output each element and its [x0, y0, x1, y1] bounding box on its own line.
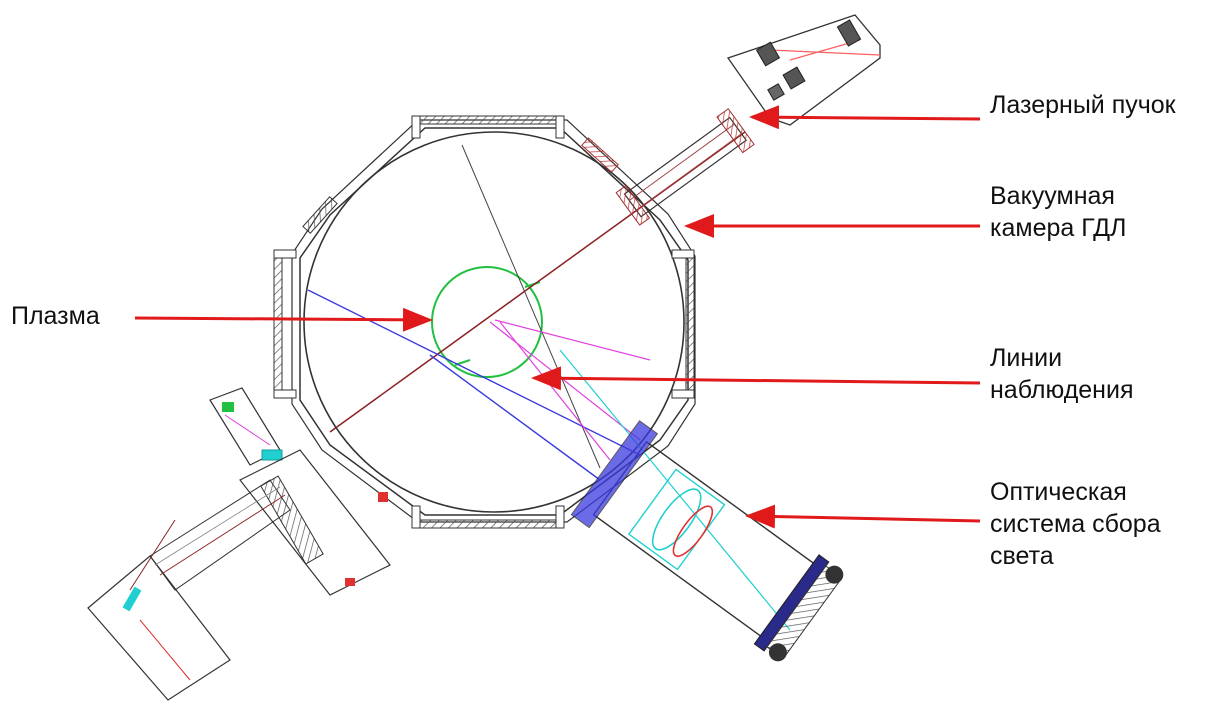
arrow-laser	[749, 105, 981, 130]
laser-source-unit	[726, 14, 881, 126]
annotation-arrows	[134, 105, 981, 529]
arrow-optics	[745, 504, 981, 529]
vacuum-chamber	[273, 115, 696, 529]
laser-input-tube	[615, 108, 755, 226]
label-observation-lines: Линии наблюдения	[990, 344, 1134, 404]
label-vacuum-chamber: Вакуумная камера ГДЛ	[990, 182, 1127, 242]
arrow-lines	[531, 366, 981, 391]
optical-collection-system	[570, 420, 844, 662]
label-optical-system: Оптическая система сбора света	[990, 478, 1161, 570]
observation-lines	[307, 289, 791, 631]
label-plasma: Плазма	[11, 302, 100, 330]
arrow-plasma	[134, 307, 433, 332]
laser-dump-assembly	[87, 387, 391, 701]
label-laser-beam: Лазерный пучок	[990, 91, 1176, 119]
